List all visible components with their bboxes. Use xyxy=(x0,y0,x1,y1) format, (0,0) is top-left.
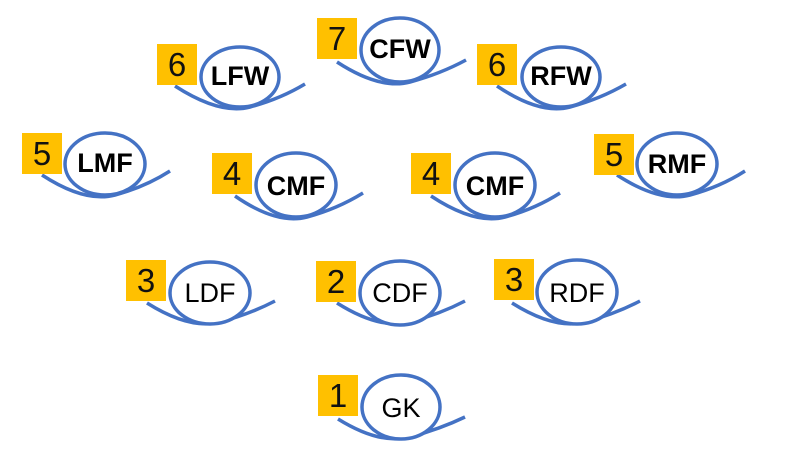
position-label: LMF xyxy=(77,148,133,178)
ring-swoosh-icon xyxy=(337,373,466,441)
number-badge: 6 xyxy=(477,44,517,85)
player-rdf: 3 RDF xyxy=(485,250,645,330)
ring-swoosh-icon xyxy=(336,259,466,327)
ring-swoosh-icon xyxy=(336,16,467,86)
position-label: CMF xyxy=(266,171,326,201)
player-number: 4 xyxy=(222,154,242,192)
number-badge: 4 xyxy=(411,153,451,194)
ring-swoosh-icon xyxy=(430,151,561,221)
player-number: 4 xyxy=(421,154,441,192)
player-number: 6 xyxy=(487,45,507,83)
number-badge: 2 xyxy=(316,261,356,302)
player-number: 2 xyxy=(326,262,346,300)
player-cfw: 7 CFW xyxy=(310,10,470,90)
number-badge: 6 xyxy=(157,44,197,85)
player-cmf-left: 4 CMF xyxy=(205,145,365,225)
player-number: 3 xyxy=(136,261,156,299)
position-label: CDF xyxy=(372,278,428,308)
player-number: 5 xyxy=(32,134,52,172)
position-label: GK xyxy=(381,393,421,423)
position-label: RFW xyxy=(530,61,592,91)
ring-swoosh-icon xyxy=(41,131,171,199)
ring-swoosh-icon xyxy=(496,45,627,111)
ring-swoosh-icon xyxy=(146,260,276,326)
number-badge: 5 xyxy=(594,134,634,175)
number-badge: 3 xyxy=(494,259,534,300)
player-cmf-right: 4 CMF xyxy=(405,145,565,225)
player-number: 5 xyxy=(604,135,624,173)
position-label: CMF xyxy=(465,171,525,201)
position-label: RDF xyxy=(549,278,605,308)
player-ldf: 3 LDF xyxy=(120,250,280,330)
player-number: 3 xyxy=(504,260,524,298)
player-lmf: 5 LMF xyxy=(15,125,175,205)
ring-swoosh-icon xyxy=(174,45,306,111)
number-badge: 1 xyxy=(318,375,358,416)
player-lfw: 6 LFW xyxy=(150,35,310,115)
number-badge: 7 xyxy=(317,18,357,59)
player-rfw: 6 RFW xyxy=(470,35,630,115)
number-badge: 3 xyxy=(126,260,166,301)
position-label: LFW xyxy=(210,61,270,91)
number-badge: 5 xyxy=(22,133,62,174)
player-cdf: 2 CDF xyxy=(310,250,470,330)
ring-swoosh-icon xyxy=(511,258,641,326)
ring-swoosh-icon xyxy=(616,131,746,199)
position-label: CFW xyxy=(369,34,431,64)
player-number: 7 xyxy=(327,19,347,57)
number-badge: 4 xyxy=(212,153,252,194)
ring-swoosh-icon xyxy=(234,151,364,221)
player-gk: 1 GK xyxy=(310,365,470,445)
player-number: 1 xyxy=(328,376,348,414)
position-label: RMF xyxy=(647,149,707,179)
player-rmf: 5 RMF xyxy=(585,125,746,205)
player-number: 6 xyxy=(167,45,187,83)
position-label: LDF xyxy=(184,278,236,308)
